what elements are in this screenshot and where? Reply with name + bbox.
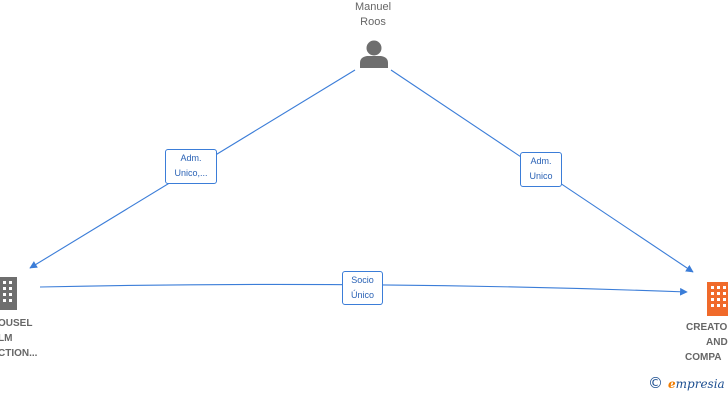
left-company-label-line2: LM [0,333,13,344]
building-icon-right-company[interactable] [707,282,728,316]
person-label[interactable]: Manuel Roos [346,0,400,30]
edge-label-left-to-right[interactable]: Socio Único [342,271,383,305]
edge-label-person-to-left-line1: Adm. [180,153,202,163]
edge-label-person-to-left[interactable]: Adm. Unico,... [165,149,217,184]
edge-label-person-to-left-line2: Unico,... [174,168,208,178]
edge-label-left-to-right-line1: Socio [351,275,374,285]
person-name-last: Roos [360,16,386,28]
left-company-label-line3: CTION... [0,348,38,359]
brand-name: mpresia [675,377,725,391]
building-icon-left-company[interactable] [0,277,17,310]
right-company-label[interactable]: CREATO AND COMPA [680,320,728,365]
brand-initial: e [668,377,676,391]
left-company-label-line1: OUSEL [0,318,33,329]
right-company-label-line2: AND [706,337,728,348]
edge-label-person-to-right-line1: Adm. [530,156,552,166]
copyright-icon: © [648,374,663,392]
left-company-label[interactable]: OUSEL LM CTION... [0,316,37,361]
right-company-label-line1: CREATO [686,322,728,333]
edge-label-left-to-right-line2: Único [350,290,374,300]
empresia-watermark: © empresia [648,374,728,394]
right-company-label-line3: COMPA [685,352,722,363]
edge-label-person-to-right[interactable]: Adm. Unico [520,152,562,187]
edge-label-person-to-right-line2: Unico [529,171,553,181]
person-name-first: Manuel [354,1,392,13]
person-icon[interactable] [360,40,388,69]
